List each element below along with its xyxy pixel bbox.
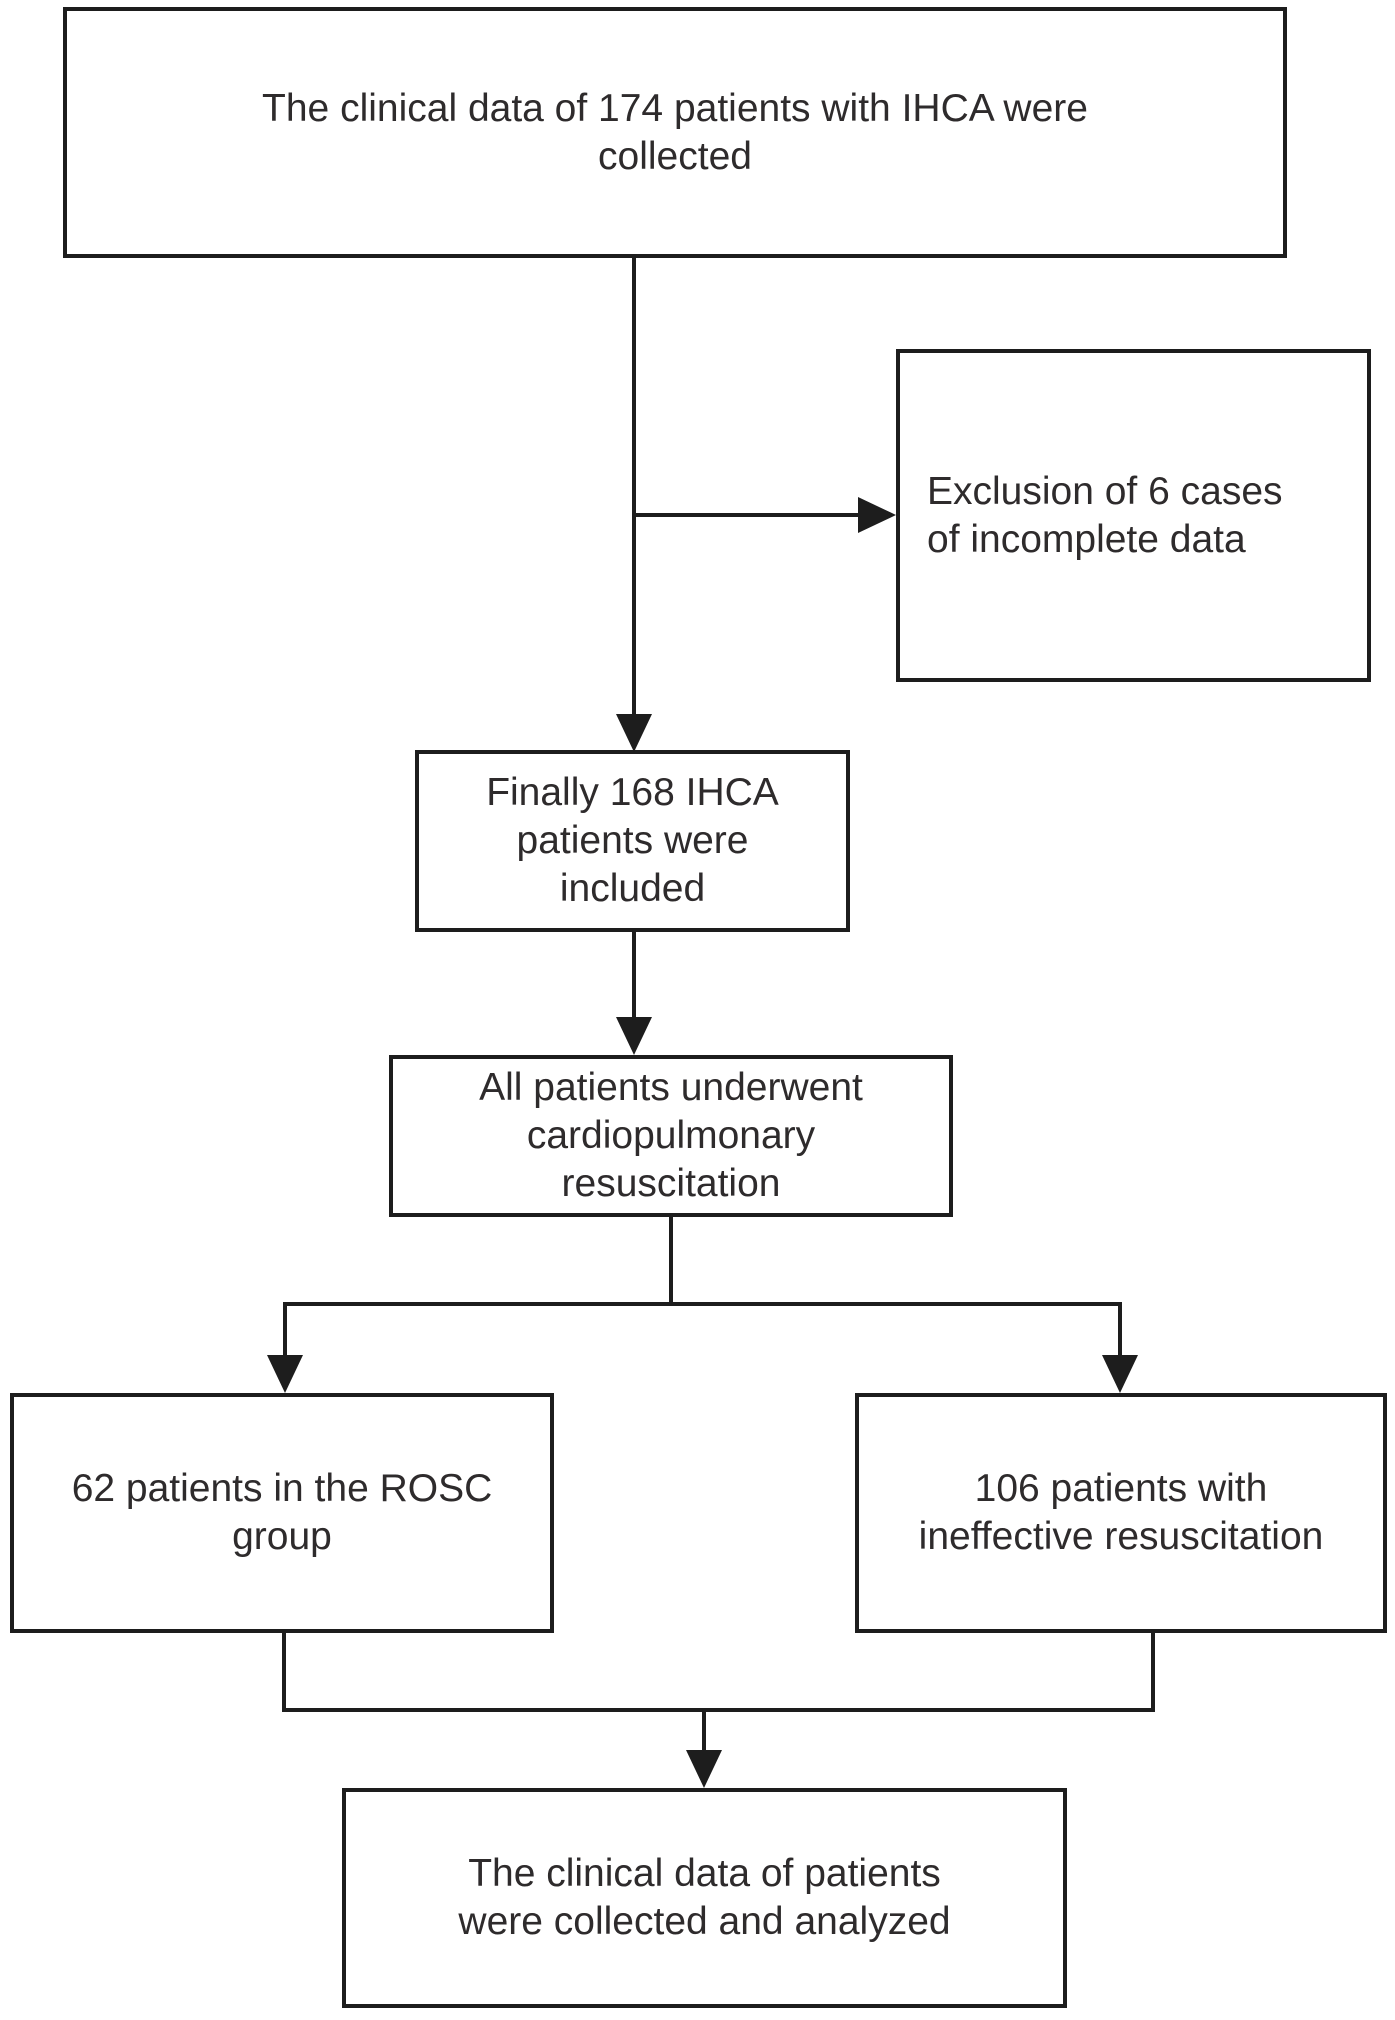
node-data-analyzed-label: The clinical data of patients were colle… [458, 1852, 951, 1943]
connector-cpr-to-split-bar [669, 1217, 673, 1306]
merge-bar [282, 1708, 1155, 1712]
split-bar [283, 1302, 1122, 1306]
connector-split-to-ineffective [1118, 1302, 1122, 1357]
node-rosc-group-62: 62 patients in the ROSC group [10, 1393, 554, 1633]
node-cpr-all-patients: All patients underwent cardiopulmonary r… [389, 1055, 953, 1217]
connector-collected-to-included [632, 258, 636, 716]
node-data-analyzed: The clinical data of patients were colle… [342, 1788, 1067, 2008]
arrowhead-into-ineffective [1102, 1355, 1138, 1393]
connector-included-to-cpr [632, 932, 636, 1019]
node-ineffective-resuscitation-106-label: 106 patients with ineffective resuscitat… [918, 1467, 1324, 1558]
node-exclusion-6-cases: Exclusion of 6 cases of incomplete data [896, 349, 1371, 682]
connector-branch-to-exclusion [634, 513, 860, 517]
node-ineffective-resuscitation-106: 106 patients with ineffective resuscitat… [855, 1393, 1387, 1633]
connector-split-to-rosc [283, 1302, 287, 1357]
arrowhead-into-included [616, 714, 652, 752]
connector-rosc-to-merge-bar [282, 1633, 286, 1712]
arrowhead-into-cpr [616, 1017, 652, 1055]
connector-ineffective-to-merge-bar [1151, 1633, 1155, 1712]
node-rosc-group-62-label: 62 patients in the ROSC group [71, 1467, 493, 1558]
node-cpr-all-patients-label: All patients underwent cardiopulmonary r… [479, 1066, 863, 1205]
arrowhead-into-exclusion [858, 497, 896, 533]
arrowhead-into-rosc [267, 1355, 303, 1393]
node-collected-174-label: The clinical data of 174 patients with I… [262, 86, 1088, 178]
node-collected-174: The clinical data of 174 patients with I… [63, 7, 1287, 258]
connector-merge-to-analyzed [702, 1710, 706, 1752]
node-exclusion-6-cases-label: Exclusion of 6 cases of incomplete data [927, 469, 1283, 561]
arrowhead-into-analyzed [686, 1750, 722, 1788]
node-included-168-label: Finally 168 IHCA patients were included [486, 771, 779, 910]
node-included-168: Finally 168 IHCA patients were included [415, 750, 850, 932]
